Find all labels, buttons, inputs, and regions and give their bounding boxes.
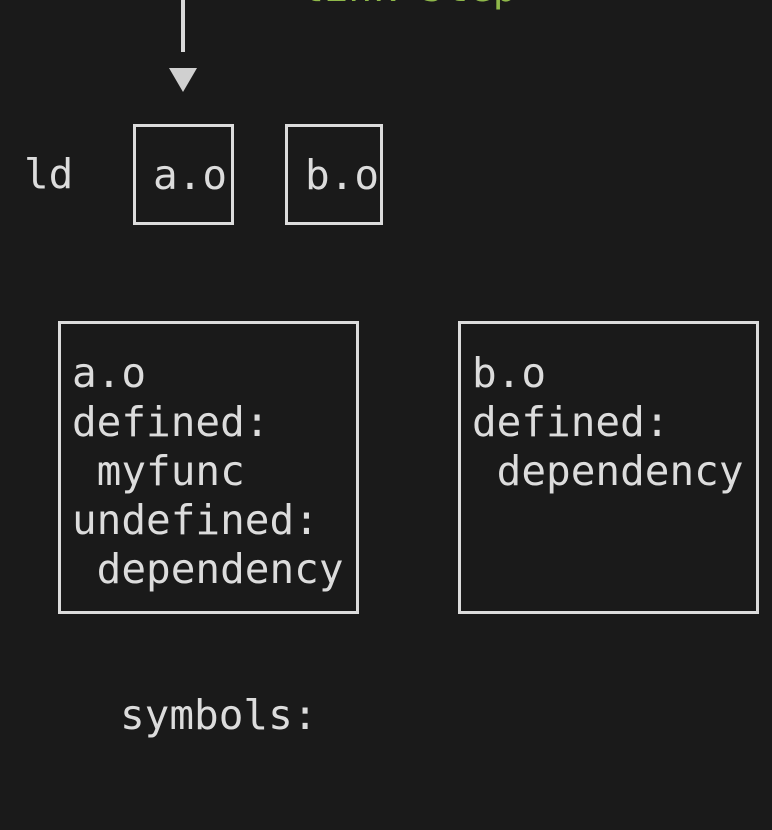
symbol-table-panel-a-text: a.o defined: myfunc undefined: dependenc… [72,349,344,593]
object-file-chip-a[interactable]: a.o [133,124,234,225]
linker-stage-label: ld [24,150,74,198]
top-caption-label: link step [300,0,517,8]
vertical-connector-line [181,0,185,52]
down-arrow-head-icon [169,68,197,92]
symbol-table-panel-a: a.o defined: myfunc undefined: dependenc… [58,321,359,614]
symbols-caption-label: symbols: [120,691,318,739]
symbol-table-panel-b: b.o defined: dependency [458,321,759,614]
object-file-chip-b-label: b.o [305,151,380,199]
object-file-chip-b[interactable]: b.o [285,124,383,225]
object-file-chip-a-label: a.o [153,151,228,199]
symbol-table-panel-b-text: b.o defined: dependency [472,349,744,495]
